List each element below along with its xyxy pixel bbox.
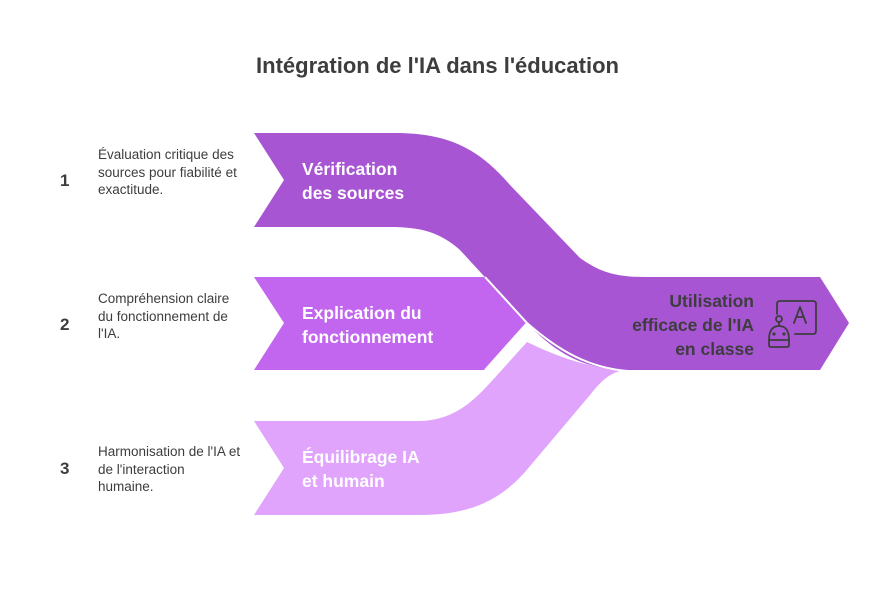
band-label-1-line2: des sources xyxy=(302,183,405,203)
result-label-line3: en classe xyxy=(675,339,754,359)
band-label-2: Explication du fonctionnement xyxy=(302,301,433,349)
result-label-line1: Utilisation xyxy=(669,291,754,311)
band-1-shape xyxy=(254,133,849,370)
band-3-shape xyxy=(254,342,625,515)
diagram-title: Intégration de l'IA dans l'éducation xyxy=(256,53,619,78)
band-label-3-line1: Équilibrage IA xyxy=(302,447,420,467)
result-label: Utilisation efficace de l'IA en classe xyxy=(590,289,754,361)
result-label-line2: efficace de l'IA xyxy=(632,315,754,335)
step-number-2: 2 xyxy=(60,315,70,334)
step-description-3: Harmonisation de l'IA et de l'interactio… xyxy=(98,444,241,494)
band-label-2-line1: Explication du xyxy=(302,303,422,323)
band-label-1: Vérification des sources xyxy=(302,157,404,205)
step-number-3: 3 xyxy=(60,459,70,478)
band-label-3: Équilibrage IA et humain xyxy=(302,445,420,493)
step-description-2: Compréhension claire du fonctionnement d… xyxy=(98,291,230,341)
step-number-1: 1 xyxy=(60,171,70,190)
band-2-shape xyxy=(254,277,527,370)
band-label-1-line1: Vérification xyxy=(302,159,398,179)
band-label-2-line2: fonctionnement xyxy=(302,327,434,347)
ai-robot-classroom-icon xyxy=(768,300,817,348)
band-label-3-line2: et humain xyxy=(302,471,385,491)
step-description-1: Évaluation critique des sources pour fia… xyxy=(98,147,237,197)
